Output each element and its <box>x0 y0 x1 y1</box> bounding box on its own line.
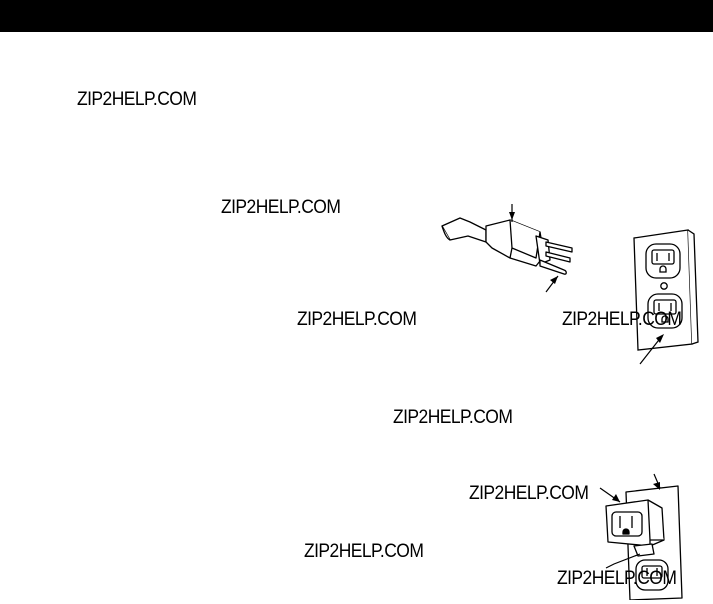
grounding-plug-illustration <box>441 204 573 293</box>
watermark-text: ZIP2HELP.COM <box>562 309 682 330</box>
grounded-outlet-illustration <box>633 229 699 365</box>
header-bar <box>0 0 713 32</box>
watermark-text: ZIP2HELP.COM <box>77 89 197 110</box>
watermark-text: ZIP2HELP.COM <box>304 541 424 562</box>
watermark-text: ZIP2HELP.COM <box>557 568 677 589</box>
watermark-text: ZIP2HELP.COM <box>469 483 589 504</box>
grounding-adapter-illustration <box>599 473 683 600</box>
watermark-text: ZIP2HELP.COM <box>297 309 417 330</box>
watermark-text: ZIP2HELP.COM <box>221 197 341 218</box>
watermark-text: ZIP2HELP.COM <box>393 407 513 428</box>
